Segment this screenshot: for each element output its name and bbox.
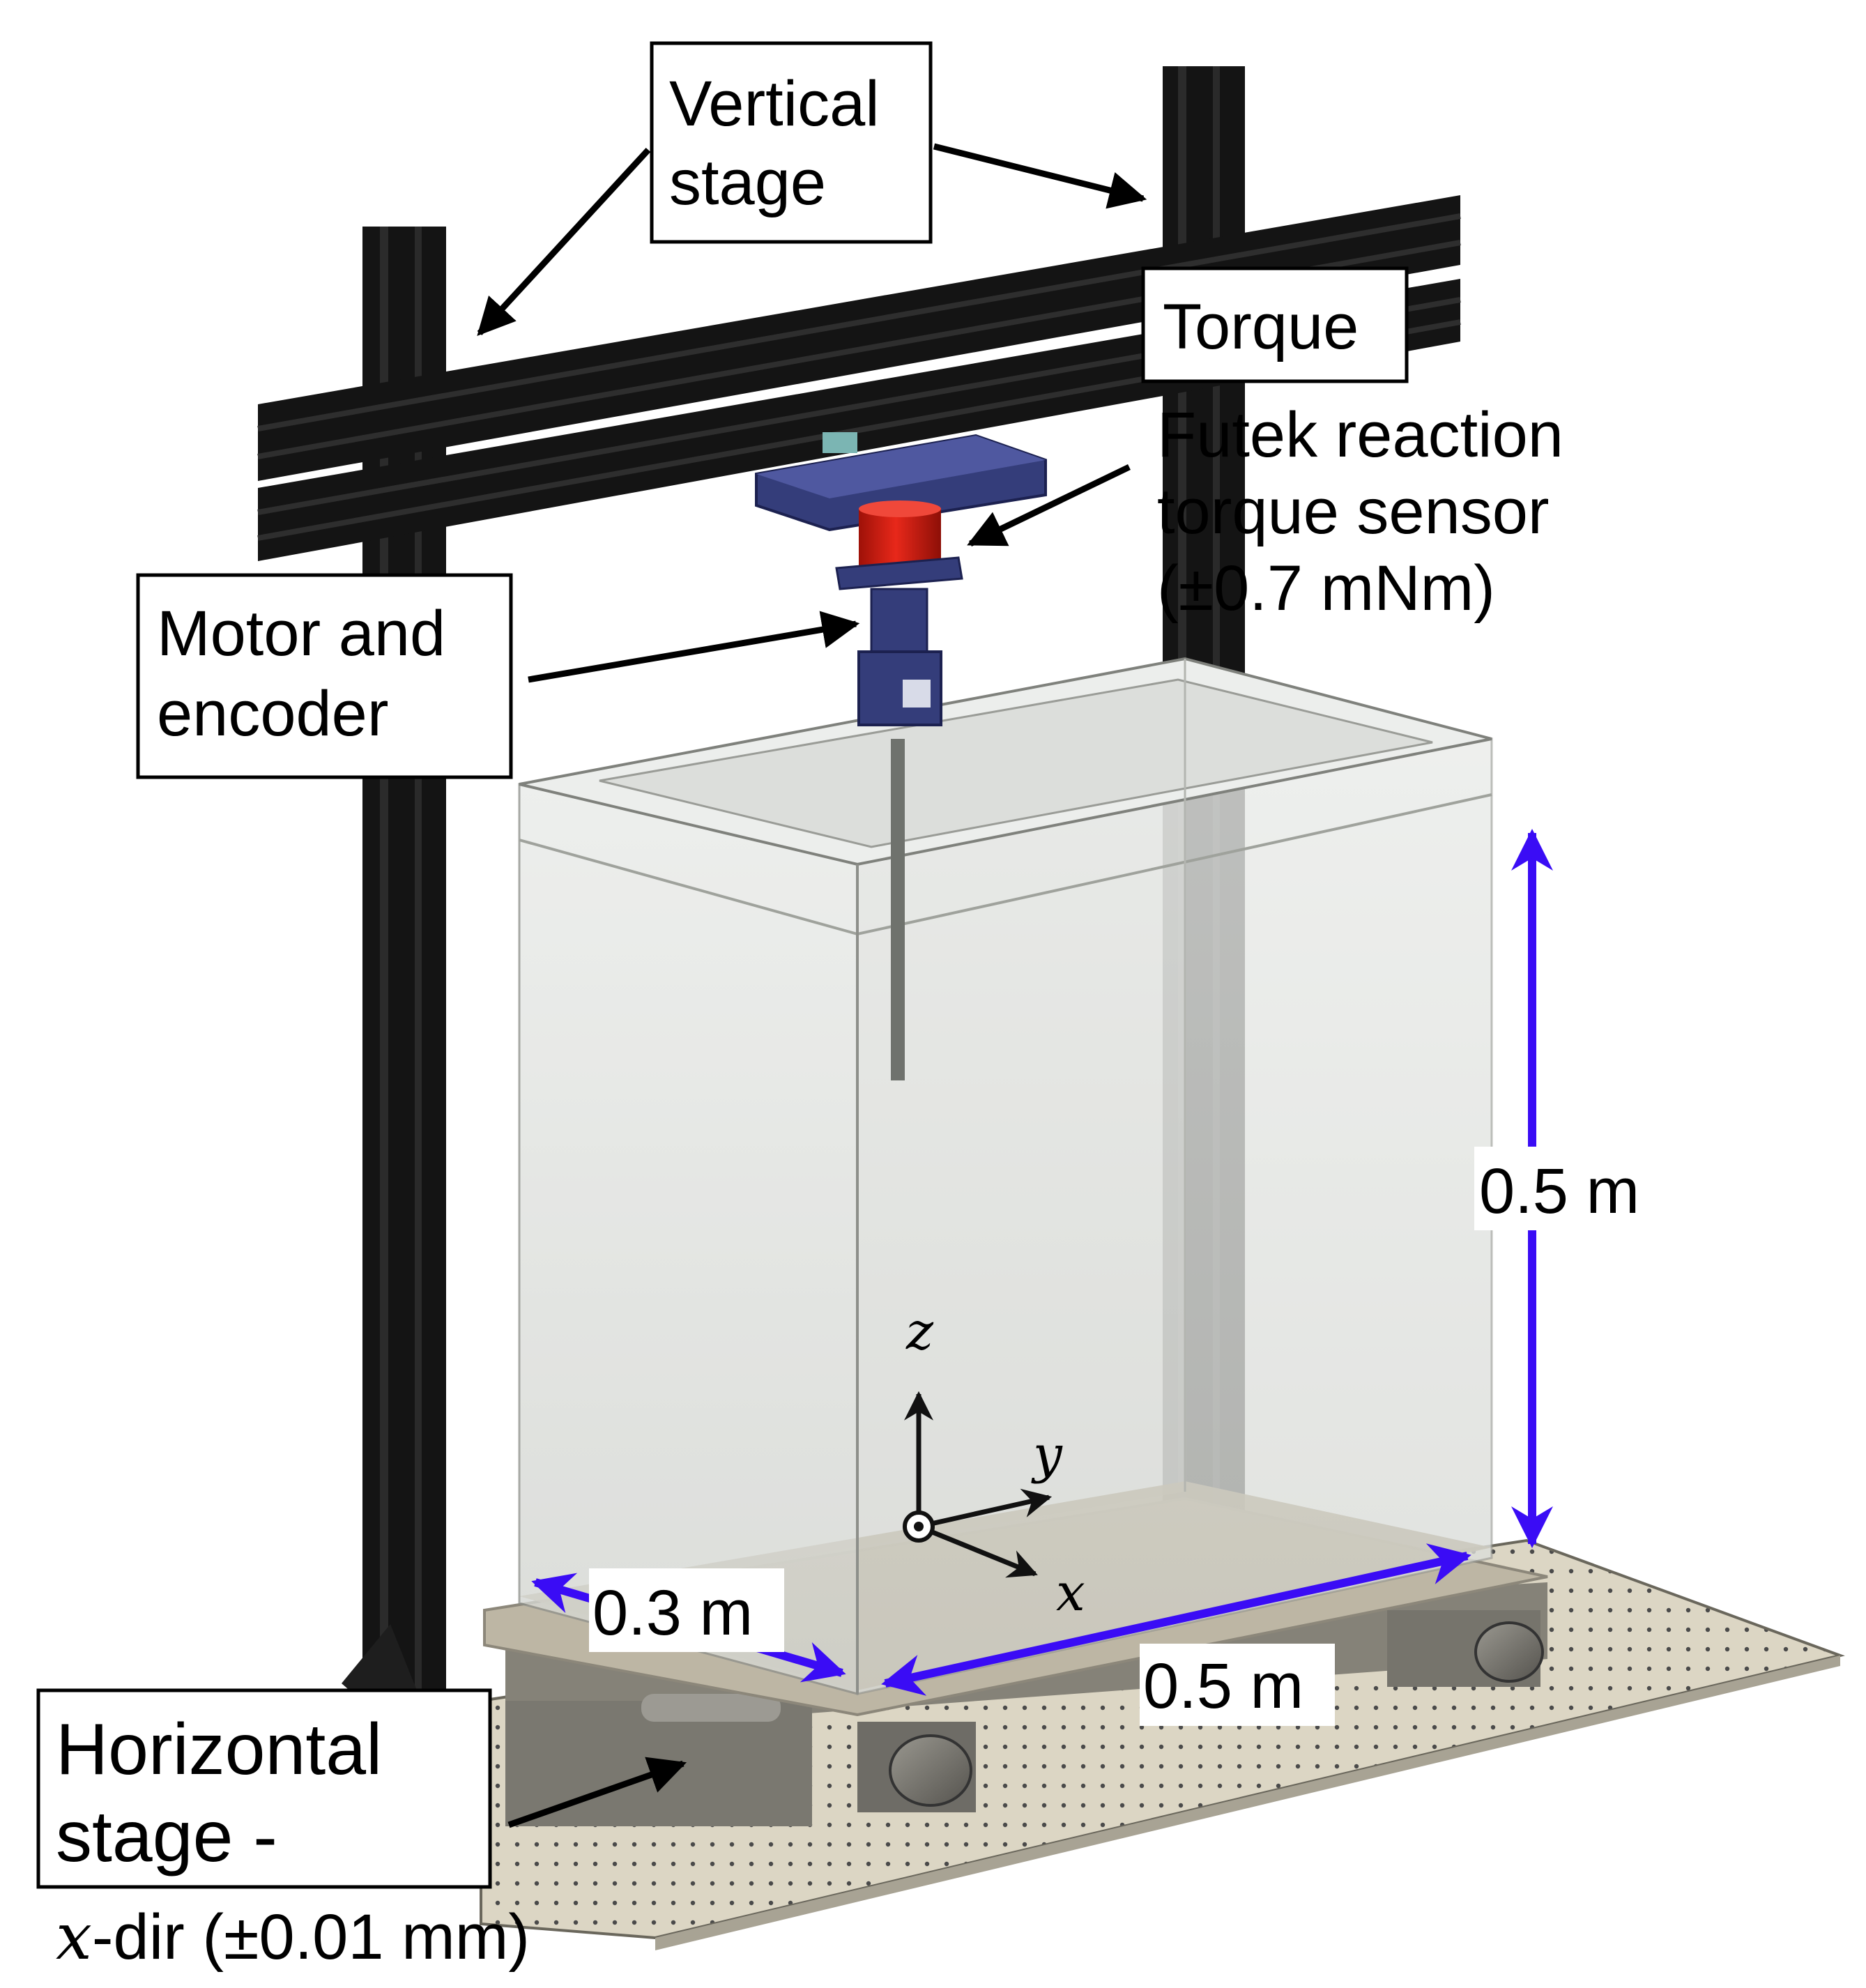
horizontal-stage-label-box xyxy=(36,1688,492,1889)
motor-label-box xyxy=(136,573,513,779)
width-dimension-label: 0.5 m xyxy=(1143,1651,1303,1722)
shaft xyxy=(891,739,905,1080)
torque-label-box xyxy=(1141,266,1409,383)
width-dimension-arrow xyxy=(881,1543,1471,1696)
x-variable: x xyxy=(56,1899,92,1974)
breadboard-edge xyxy=(655,1656,1840,1950)
roller xyxy=(1474,1621,1544,1683)
vertical-stage-label-box xyxy=(650,41,933,244)
arrow-vertical-stage-right xyxy=(933,143,1147,209)
width-dim-bg xyxy=(1140,1644,1335,1726)
height-dim-bg xyxy=(1474,1147,1669,1230)
axis-x-label: x xyxy=(1056,1563,1085,1623)
height-dimension-label: 0.5 m xyxy=(1479,1156,1639,1227)
arrow-horizontal-stage xyxy=(507,1757,687,1828)
sensor-label-line2: torque sensor xyxy=(1157,476,1550,547)
torque-label: Torque xyxy=(1163,291,1359,362)
sensor-label-line3: (±0.7 mNm) xyxy=(1157,553,1495,624)
horizontal-stage-label-line1: Horizontal xyxy=(56,1709,382,1790)
motor-label-line2: encoder xyxy=(157,678,388,749)
roller xyxy=(889,1734,972,1807)
arrow-motor-encoder xyxy=(528,611,860,683)
depth-dim-bg xyxy=(589,1568,784,1652)
axis-y-label: y xyxy=(1031,1425,1063,1485)
vertical-stage-label-line2: stage xyxy=(669,147,826,218)
sensor-label-line1: Futek reaction xyxy=(1157,399,1563,471)
motor-label-line1: Motor and xyxy=(157,598,445,669)
arrow-torque-sensor xyxy=(967,464,1131,547)
horizontal-stage-label-line2: stage - xyxy=(56,1796,277,1877)
coordinate-axes xyxy=(903,1391,1053,1578)
arrow-vertical-stage-left xyxy=(477,147,651,336)
depth-dimension-label: 0.3 m xyxy=(592,1577,753,1649)
horizontal-stage-label-line3: x-dir (±0.01 mm) xyxy=(56,1899,530,1974)
torque-sensor-assembly xyxy=(755,432,1047,726)
motor-encoder xyxy=(857,650,942,726)
water-tank xyxy=(518,657,1493,1695)
x-dir-precision: -dir (±0.01 mm) xyxy=(92,1902,530,1973)
vertical-stage-label-line1: Vertical xyxy=(669,68,880,139)
axis-z-label: z xyxy=(905,1301,934,1361)
